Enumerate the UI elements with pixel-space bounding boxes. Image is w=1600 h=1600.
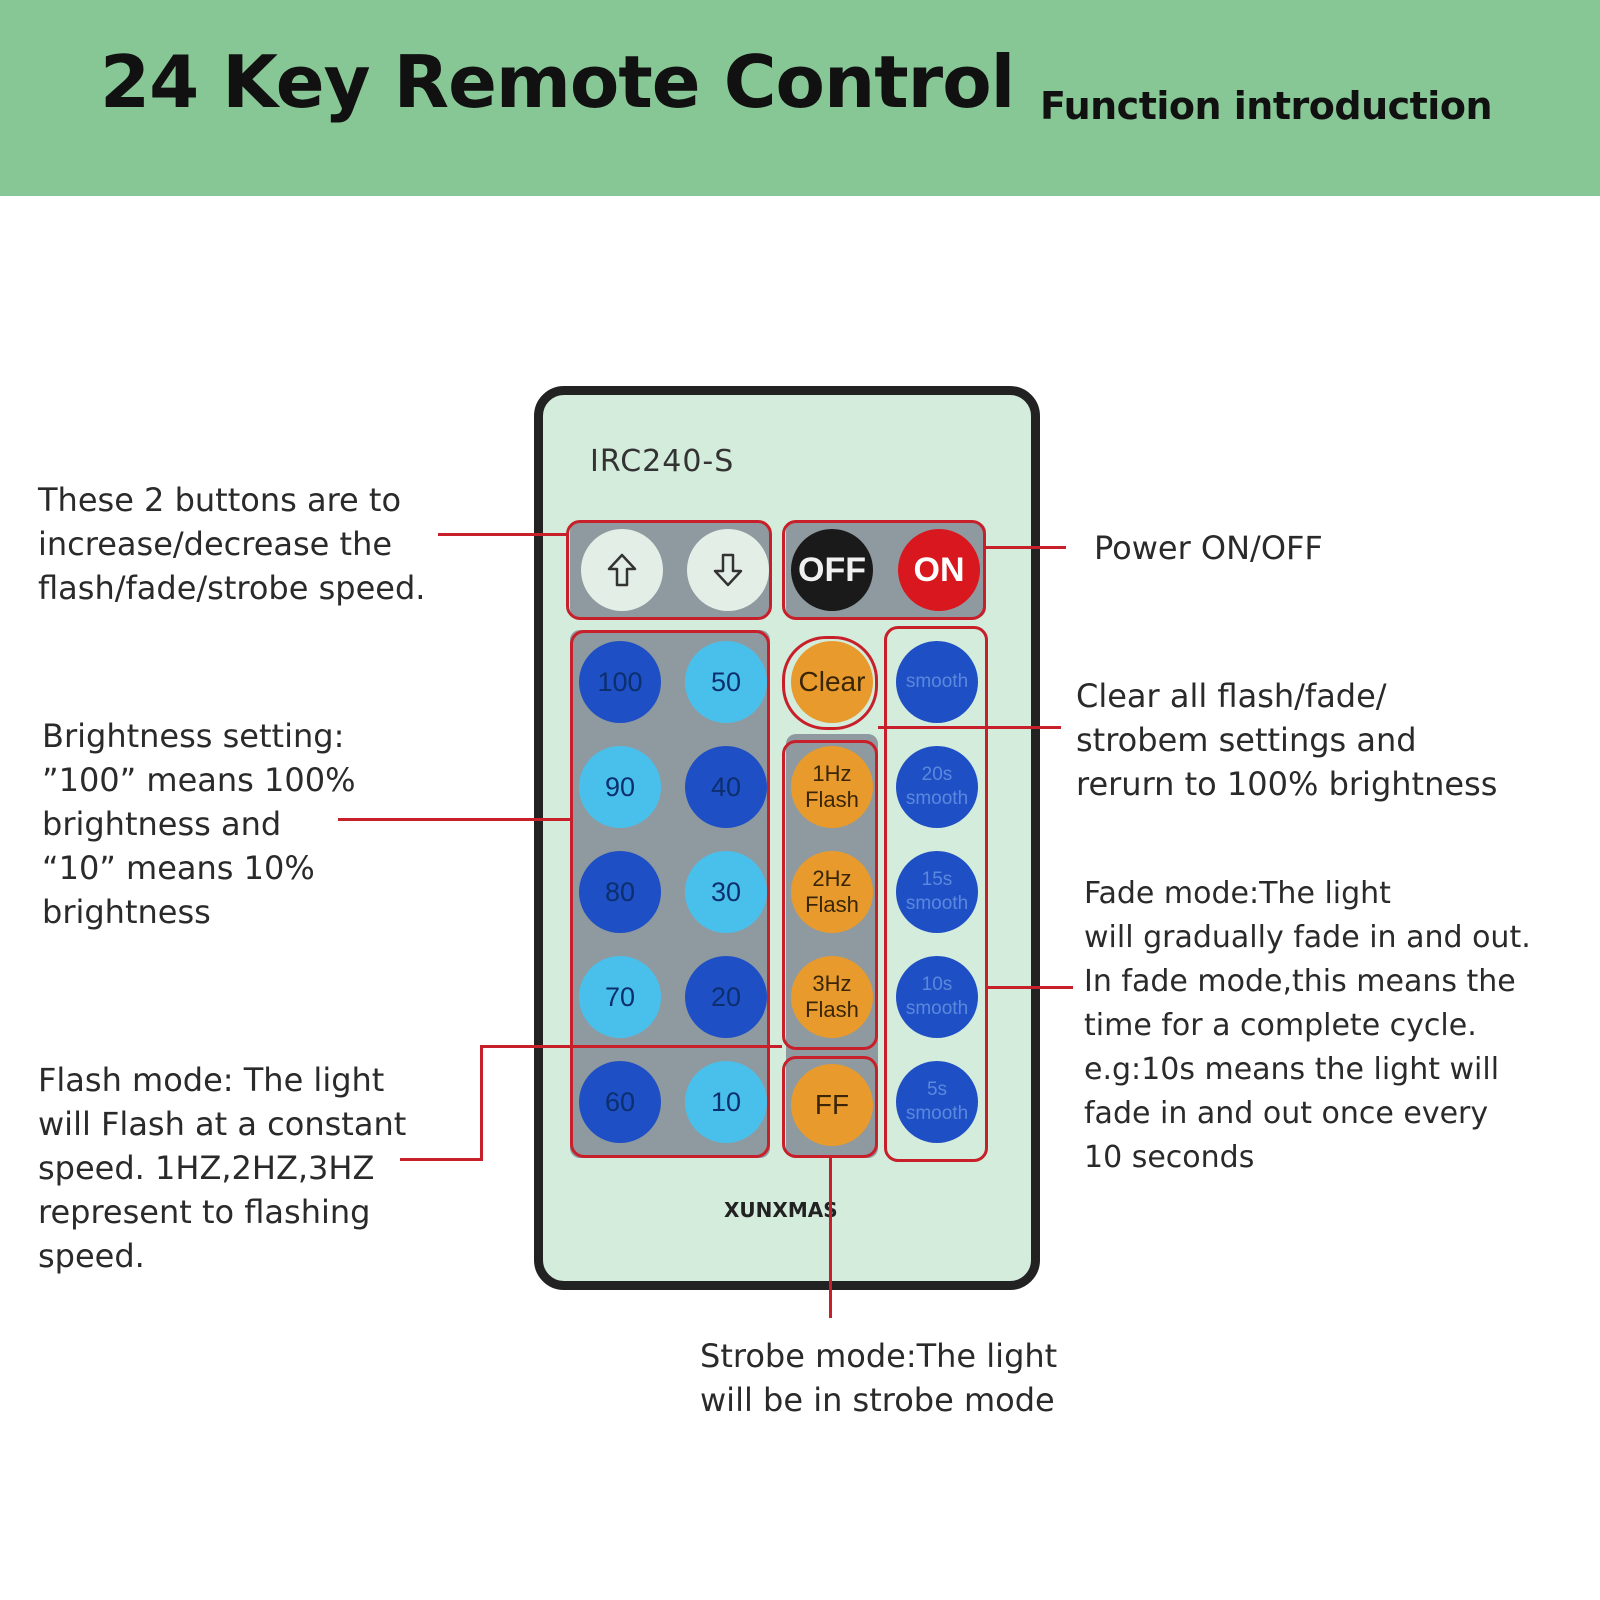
fade-buttons-highlight: [884, 626, 988, 1162]
fade-annotation: Fade mode:The light will gradually fade …: [1084, 876, 1531, 1175]
remote-brand-label: XUNXMAS: [724, 1198, 838, 1222]
brightness-50-button[interactable]: 50: [685, 641, 767, 723]
power-annotation: Power ON/OFF: [1094, 529, 1323, 567]
flash-buttons-highlight: [782, 740, 878, 1050]
brightness-80-button[interactable]: 80: [579, 851, 661, 933]
speed-up-button[interactable]: [581, 529, 663, 611]
brightness-40-button[interactable]: 40: [685, 746, 767, 828]
clear-callout-line: [878, 726, 1061, 729]
strobe-ff-button[interactable]: FF: [791, 1064, 873, 1146]
brightness-60-button[interactable]: 60: [579, 1061, 661, 1143]
power-on-button[interactable]: ON: [898, 529, 980, 611]
flash-1hz-button[interactable]: 1Hz Flash: [791, 746, 873, 828]
speed-down-button[interactable]: [687, 529, 769, 611]
flash-callout-line-c: [480, 1045, 782, 1048]
header-banner: [0, 0, 1600, 196]
arrow-down-icon: [713, 553, 743, 587]
fade-15s-button[interactable]: 15s smooth: [896, 851, 978, 933]
brightness-buttons-highlight: [570, 630, 770, 1158]
brightness-annotation: Brightness setting: ”100” means 100% bri…: [42, 717, 356, 931]
fade-5s-button[interactable]: 5s smooth: [896, 1061, 978, 1143]
brightness-20-button[interactable]: 20: [685, 956, 767, 1038]
flash-callout-line-a: [400, 1158, 482, 1161]
clear-button-highlight: [782, 636, 878, 730]
brightness-70-button[interactable]: 70: [579, 956, 661, 1038]
speed-callout-line: [438, 533, 566, 536]
brightness-100-button[interactable]: 100: [579, 641, 661, 723]
strobe-callout-line: [829, 1158, 832, 1318]
page-subtitle: Function introduction: [1040, 84, 1493, 128]
fade-20s-button[interactable]: 20s smooth: [896, 746, 978, 828]
strobe-annotation: Strobe mode:The light will be in strobe …: [700, 1337, 1058, 1419]
power-callout-line: [986, 546, 1066, 549]
power-buttons-highlight: [782, 520, 986, 620]
fade-smooth-button[interactable]: smooth: [896, 641, 978, 723]
fade-10s-button[interactable]: 10s smooth: [896, 956, 978, 1038]
flash-annotation: Flash mode: The light will Flash at a co…: [38, 1061, 407, 1275]
brightness-10-button[interactable]: 10: [685, 1061, 767, 1143]
page-title: 24 Key Remote Control: [100, 40, 1015, 124]
flash-3hz-button[interactable]: 3Hz Flash: [791, 956, 873, 1038]
flash-2hz-button[interactable]: 2Hz Flash: [791, 851, 873, 933]
power-off-button[interactable]: OFF: [791, 529, 873, 611]
arrow-up-icon: [607, 553, 637, 587]
clear-annotation: Clear all flash/fade/ strobem settings a…: [1076, 677, 1498, 803]
fade-callout-line: [988, 986, 1073, 989]
brightness-callout-line: [338, 818, 570, 821]
brightness-30-button[interactable]: 30: [685, 851, 767, 933]
speed-buttons-highlight: [566, 520, 772, 620]
remote-model-label: IRC240-S: [590, 444, 735, 479]
flash-callout-line-b: [480, 1045, 483, 1161]
brightness-90-button[interactable]: 90: [579, 746, 661, 828]
strobe-button-highlight: [782, 1056, 878, 1158]
speed-annotation: These 2 buttons are to increase/decrease…: [38, 481, 426, 607]
